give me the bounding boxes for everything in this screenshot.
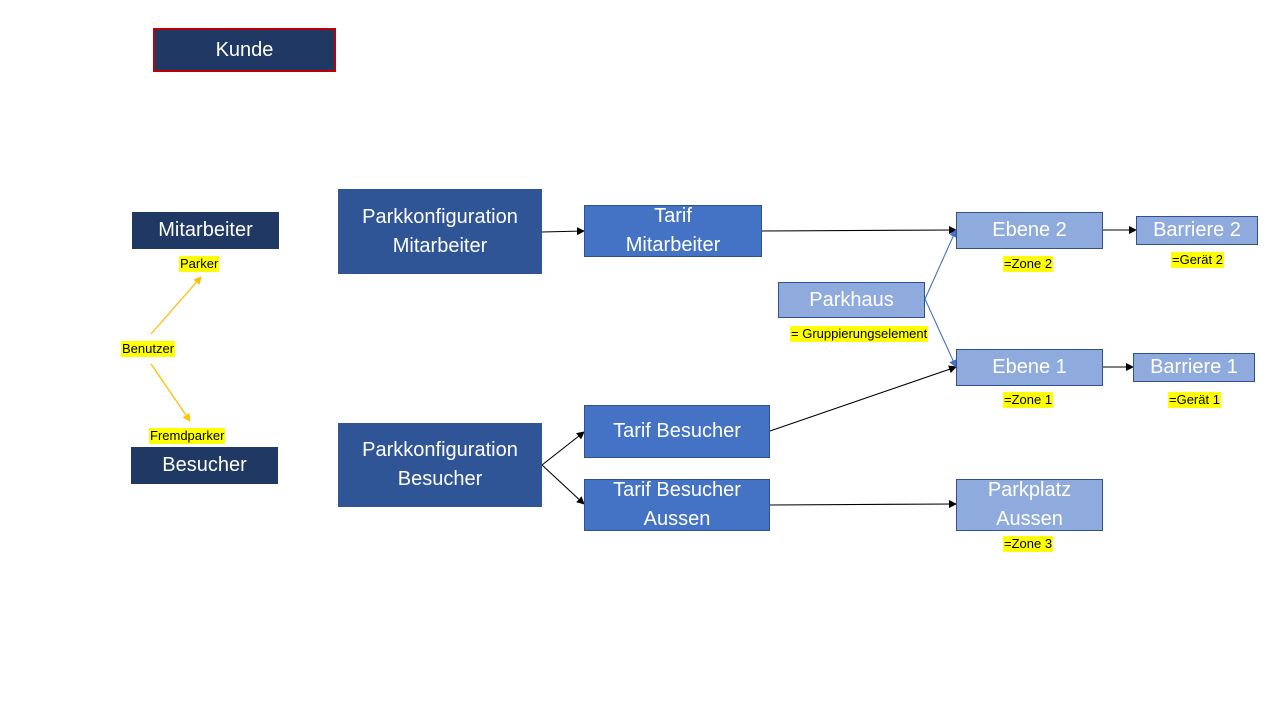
parkhaus-box: Parkhaus: [778, 282, 925, 318]
barriere2-label: Barriere 2: [1153, 219, 1241, 241]
parkhaus-label: Parkhaus: [809, 288, 894, 311]
parkkonfiguration-mitarbeiter-box: Parkkonfiguration Mitarbeiter: [338, 189, 542, 274]
geraet1-tag: =Gerät 1: [1168, 392, 1221, 408]
benutzer-tag: Benutzer: [121, 341, 176, 357]
zone1-tag: =Zone 1: [1003, 392, 1054, 408]
tarif-mitarbeiter-label: Tarif Mitarbeiter: [625, 205, 721, 256]
arrow-pk-besucher-tarif: [541, 431, 585, 466]
mitarbeiter-label: Mitarbeiter: [158, 219, 253, 241]
tarif-besucher-aussen-box: Tarif Besucher Aussen: [584, 479, 770, 531]
arrow-pk-besucher-tarif-aussen: [541, 464, 585, 505]
arrow-pk-mitarbeiter-tarif: [541, 227, 585, 236]
arrow-tarif-aussen-parkplatz: [769, 500, 957, 509]
ebene1-box: Ebene 1: [956, 349, 1103, 386]
tarif-mitarbeiter-box: Tarif Mitarbeiter: [584, 205, 762, 257]
arrow-parkhaus-ebene2: [924, 229, 957, 300]
arrow-parkhaus-ebene1: [924, 298, 957, 368]
gruppierungselement-tag: = Gruppierungselement: [790, 326, 929, 342]
parkkonfiguration-besucher-label: Parkkonfiguration Besucher: [362, 439, 518, 490]
barriere1-box: Barriere 1: [1133, 353, 1255, 382]
tarif-besucher-label: Tarif Besucher: [613, 420, 741, 442]
parkplatz-aussen-box: Parkplatz Aussen: [956, 479, 1103, 531]
arrow-tarif-besucher-ebene1: [769, 365, 957, 432]
mitarbeiter-box: Mitarbeiter: [132, 212, 279, 249]
ebene1-label: Ebene 1: [992, 356, 1067, 378]
tarif-besucher-aussen-label: Tarif Besucher Aussen: [613, 479, 741, 530]
arrow-benutzer-parker: [150, 276, 202, 335]
arrow-tarif-mitarbeiter-ebene2: [761, 226, 957, 235]
parkkonfiguration-besucher-box: Parkkonfiguration Besucher: [338, 423, 542, 507]
parkkonfiguration-mitarbeiter-label: Parkkonfiguration Mitarbeiter: [362, 205, 518, 257]
barriere2-box: Barriere 2: [1136, 216, 1258, 245]
besucher-label: Besucher: [162, 454, 247, 476]
besucher-box: Besucher: [131, 447, 278, 484]
zone2-tag: =Zone 2: [1003, 256, 1054, 272]
ebene2-label: Ebene 2: [992, 219, 1067, 241]
parkplatz-aussen-label: Parkplatz Aussen: [987, 479, 1072, 530]
parker-tag: Parker: [179, 256, 220, 272]
fremdparker-tag: Fremdparker: [149, 428, 226, 444]
arrow-benutzer-fremdparker: [150, 363, 191, 422]
kunde-label: Kunde: [215, 38, 274, 61]
geraet2-tag: =Gerät 2: [1171, 252, 1224, 268]
tarif-besucher-box: Tarif Besucher: [584, 405, 770, 458]
kunde-box: Kunde: [153, 28, 336, 72]
zone3-tag: =Zone 3: [1003, 536, 1054, 552]
ebene2-box: Ebene 2: [956, 212, 1103, 249]
barriere1-label: Barriere 1: [1150, 356, 1238, 378]
